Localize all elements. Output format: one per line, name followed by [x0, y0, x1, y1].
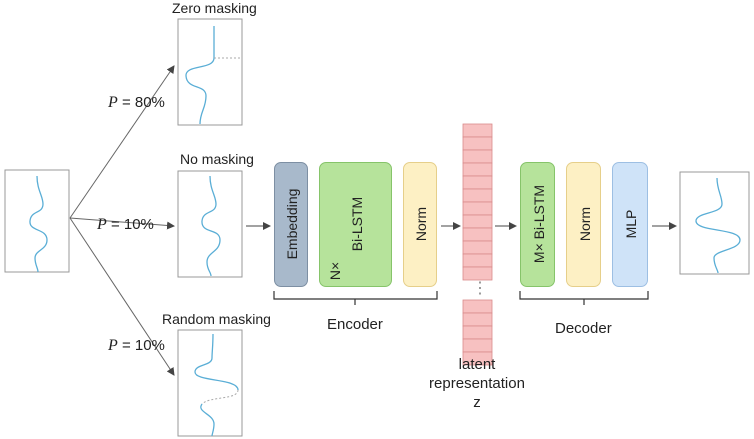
- output-signal-panel: [679, 171, 750, 275]
- encoder-bilstm-label: Bi-LSTM: [349, 196, 365, 252]
- decoder-brace: [519, 291, 649, 305]
- latent-cell: [462, 299, 493, 314]
- input-signal-panel: [4, 169, 70, 273]
- latent-cell: [462, 325, 493, 340]
- arrow-to-zero-masking: [69, 65, 175, 219]
- decoder-bilstm-label: M× Bi-LSTM: [531, 184, 547, 264]
- embedding-block: Embedding: [274, 162, 308, 287]
- decoder-bilstm-block: M× Bi-LSTM: [520, 162, 555, 287]
- no-masking-panel: [177, 170, 243, 278]
- latent-cell: [462, 162, 493, 177]
- arrow-to-random-masking: [69, 217, 175, 376]
- latent-cell: [462, 266, 493, 281]
- latent-cell: [462, 175, 493, 190]
- latent-caption-line2: representation: [429, 375, 525, 392]
- random-masking-panel: [177, 329, 243, 437]
- encoder-repeat-label: N×: [327, 261, 343, 281]
- embedding-label: Embedding: [284, 188, 300, 260]
- latent-cell: [462, 240, 493, 255]
- latent-caption: latent representation z: [420, 355, 534, 412]
- latent-vector: [462, 123, 493, 366]
- latent-cell: [462, 253, 493, 268]
- encoder-label: Encoder: [327, 316, 383, 333]
- latent-cell: [462, 188, 493, 203]
- latent-caption-line3: z: [473, 394, 481, 411]
- latent-cell: [462, 136, 493, 151]
- no-masking-probability: P = 10%: [97, 216, 154, 233]
- latent-cell: [462, 149, 493, 164]
- encoder-brace: [273, 291, 438, 305]
- random-masking-probability: P = 10%: [108, 337, 165, 354]
- encoder-norm-label: Norm: [413, 206, 429, 242]
- encoder-bilstm-block: Bi-LSTM N×: [319, 162, 392, 287]
- latent-caption-line1: latent: [458, 356, 496, 373]
- mlp-label: MLP: [623, 209, 639, 239]
- latent-cell: [462, 227, 493, 242]
- random-masking-label: Random masking: [162, 311, 271, 327]
- decoder-label: Decoder: [555, 320, 612, 337]
- output-waveform: [695, 177, 741, 274]
- zero-masking-panel: [177, 18, 243, 126]
- zero-masking-probability: P = 80%: [108, 94, 165, 111]
- decoder-norm-block: Norm: [566, 162, 601, 287]
- latent-cell: [462, 351, 493, 366]
- latent-ellipsis: ⋮: [472, 280, 488, 297]
- encoder-norm-block: Norm: [403, 162, 437, 287]
- latent-cell: [462, 214, 493, 229]
- zero-masking-label: Zero masking: [172, 0, 257, 16]
- latent-cell: [462, 338, 493, 353]
- latent-cell: [462, 123, 493, 138]
- latent-cell: [462, 312, 493, 327]
- arrow-to-no-masking: [69, 217, 175, 230]
- no-masking-label: No masking: [180, 151, 254, 167]
- decoder-norm-label: Norm: [577, 206, 593, 242]
- mlp-block: MLP: [612, 162, 648, 287]
- latent-cell: [462, 201, 493, 216]
- input-waveform: [29, 175, 48, 273]
